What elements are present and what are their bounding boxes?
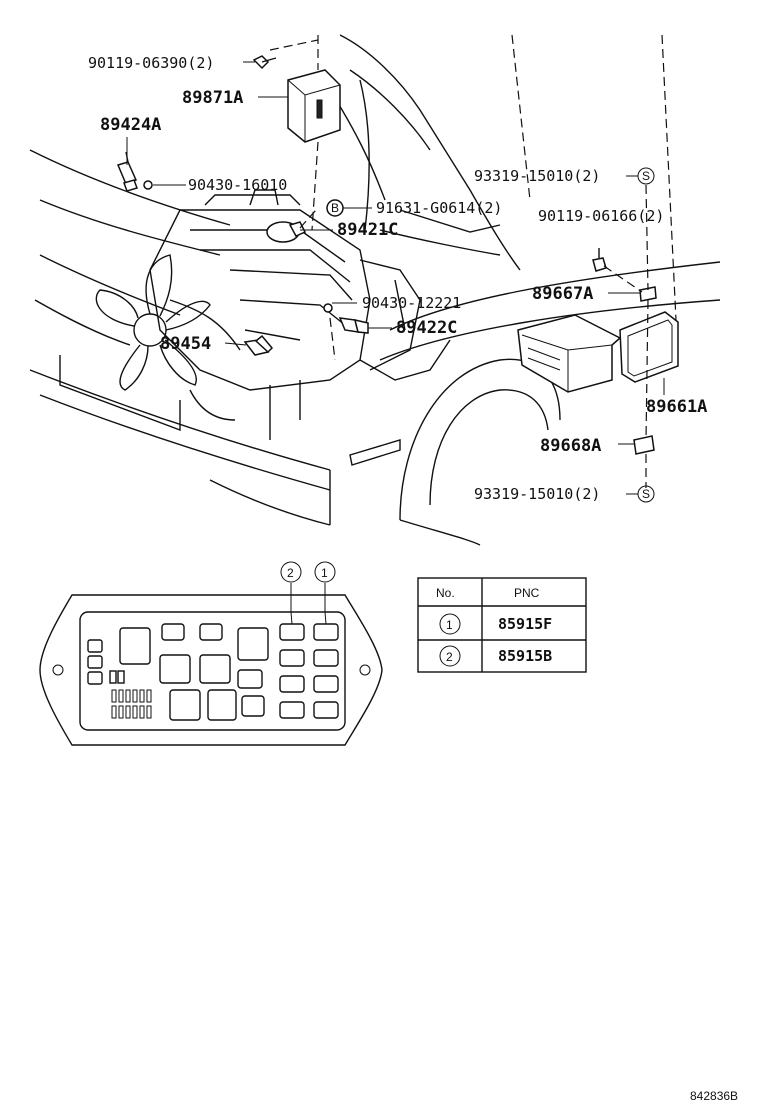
ecu-89661a bbox=[517, 311, 679, 393]
table-row-1-pnc: 85915F bbox=[498, 615, 552, 633]
label-90430-16010: 90430-16010 bbox=[188, 176, 287, 194]
leader-lines bbox=[126, 61, 665, 495]
cooling-fan bbox=[95, 254, 211, 391]
bolt-90119-06390 bbox=[252, 55, 277, 70]
marker-s-bottom bbox=[637, 485, 655, 503]
table-header-no: No. bbox=[436, 586, 455, 600]
table-header-pnc: PNC bbox=[514, 586, 540, 600]
label-90119-06166: 90119-06166(2) bbox=[538, 207, 664, 225]
sensor-89424a bbox=[116, 151, 138, 192]
label-89667a: 89667A bbox=[532, 284, 593, 304]
table-row-1-no: 1 bbox=[446, 618, 453, 632]
marker-s-top-text: S bbox=[642, 169, 650, 183]
label-89668a: 89668A bbox=[540, 436, 601, 456]
fuse-callout-2-text: 2 bbox=[287, 566, 294, 580]
label-89424a: 89424A bbox=[100, 115, 161, 135]
bracket-89667a bbox=[639, 286, 657, 302]
engine-assembly bbox=[149, 189, 451, 440]
sensor-89422c bbox=[338, 317, 369, 334]
sensor-89454 bbox=[243, 334, 274, 356]
dashed-assembly-lines bbox=[269, 34, 677, 488]
fuse-callout-1 bbox=[314, 561, 336, 583]
washer-90430-12221 bbox=[323, 303, 333, 313]
bolt-90119-06166 bbox=[592, 248, 607, 272]
label-93319-15010-top: 93319-15010(2) bbox=[474, 167, 600, 185]
fuse-block: 2 1 bbox=[39, 561, 383, 746]
label-89422c: 89422C bbox=[396, 318, 457, 338]
table-row-2-pnc: 85915B bbox=[498, 647, 552, 665]
label-89871a: 89871A bbox=[182, 88, 243, 108]
label-91631-g0614: 91631-G0614(2) bbox=[376, 199, 502, 217]
sensor-89421c bbox=[266, 221, 307, 243]
pnc-table: No. PNC 1 85915F 2 85915B bbox=[417, 577, 587, 673]
label-89661a: 89661A bbox=[646, 397, 707, 417]
label-90119-06390: 90119-06390(2) bbox=[88, 54, 214, 72]
vehicle-body-outline bbox=[29, 34, 721, 546]
part-89871a-module bbox=[287, 69, 341, 143]
label-89421c: 89421C bbox=[337, 220, 398, 240]
label-93319-15010-bottom: 93319-15010(2) bbox=[474, 485, 600, 503]
marker-s-top bbox=[637, 167, 655, 185]
label-89454: 89454 bbox=[160, 334, 211, 354]
circle-markers: B S S bbox=[331, 167, 655, 503]
label-90430-12221: 90430-12221 bbox=[362, 294, 461, 312]
table-row-2-no: 2 bbox=[446, 650, 453, 664]
bracket-89668a bbox=[633, 435, 655, 455]
washer-90430-16010 bbox=[143, 180, 153, 190]
fuse-callout-2 bbox=[280, 561, 302, 583]
marker-b-text: B bbox=[331, 201, 339, 215]
part-labels: 90119-06390(2) 89871A 89424A 90430-16010… bbox=[88, 54, 707, 503]
fuse-callout-1-text: 1 bbox=[321, 566, 328, 580]
marker-s-bottom-text: S bbox=[642, 487, 650, 501]
diagram-reference-code: 842836B bbox=[690, 1089, 738, 1103]
